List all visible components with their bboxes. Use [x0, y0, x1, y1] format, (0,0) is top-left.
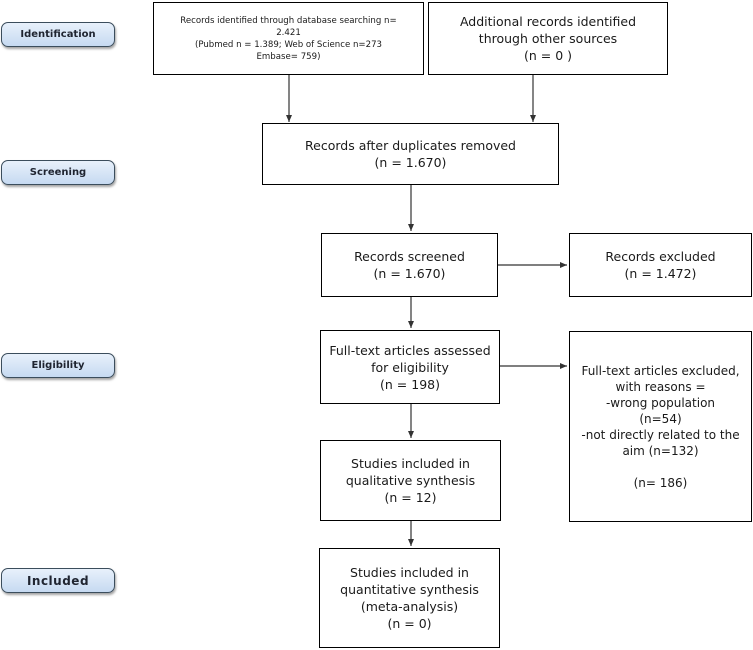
stage-identification: Identification	[1, 22, 115, 47]
records-screened-line-2: (n = 1.670)	[373, 266, 446, 281]
fulltext-excluded-line-2: with reasons =	[615, 379, 706, 394]
other-sources-line-3: (n = 0 )	[523, 48, 573, 63]
fulltext-excluded-line-5: -not directly related to the	[581, 427, 740, 442]
box-after-duplicates: Records after duplicates removed (n = 1.…	[262, 123, 559, 185]
records-excluded-line-1: Records excluded	[605, 249, 716, 264]
after-duplicates-line-2: (n = 1.670)	[374, 155, 447, 170]
records-screened-line-1: Records screened	[354, 249, 465, 264]
box-database-records: Records identified through database sear…	[153, 2, 424, 75]
fulltext-excluded-line-4: (n=54)	[639, 411, 682, 426]
fulltext-excluded-line-1: Full-text articles excluded,	[581, 363, 740, 378]
qualitative-line-3: (n = 12)	[384, 490, 437, 505]
stage-eligibility: Eligibility	[1, 353, 115, 378]
stage-screening: Screening	[1, 160, 115, 185]
quantitative-line-3: (meta-analysis)	[360, 599, 459, 614]
fulltext-excluded-line-6: aim (n=132)	[622, 443, 699, 458]
fulltext-assessed-line-2: for eligibility	[371, 359, 449, 375]
qualitative-line-1: Studies included in	[351, 456, 470, 471]
box-records-excluded: Records excluded (n = 1.472)	[569, 233, 752, 297]
qualitative-line-2: qualitative synthesis	[345, 473, 476, 488]
database-records-line-4: Embase= 759)	[256, 51, 321, 62]
box-fulltext-assessed: Full-text articles assessed for eligibil…	[320, 330, 500, 404]
fulltext-excluded-line-3: -wrong population	[605, 395, 716, 410]
box-quantitative-synthesis: Studies included in quantitative synthes…	[319, 548, 500, 648]
box-qualitative-synthesis: Studies included in qualitative synthesi…	[320, 440, 501, 521]
quantitative-line-2: quantitative synthesis	[340, 582, 479, 597]
quantitative-line-1: Studies included in	[350, 565, 469, 580]
database-records-line-2: 2.421	[276, 27, 301, 38]
box-records-screened: Records screened (n = 1.670)	[321, 233, 498, 297]
quantitative-line-4: (n = 0)	[387, 616, 432, 631]
other-sources-line-1: Additional records identified	[459, 14, 637, 29]
stage-included: Included	[1, 568, 115, 593]
records-excluded-line-2: (n = 1.472)	[624, 266, 697, 281]
fulltext-assessed-line-3: (n = 198)	[380, 376, 440, 392]
fulltext-excluded-line-8: (n= 186)	[633, 475, 688, 490]
box-other-sources: Additional records identified through ot…	[428, 2, 668, 75]
box-fulltext-excluded: Full-text articles excluded, with reason…	[569, 331, 752, 522]
after-duplicates-line-1: Records after duplicates removed	[305, 138, 516, 153]
other-sources-line-2: through other sources	[478, 31, 618, 46]
database-records-line-3: (Pubmed n = 1.389; Web of Science n=273	[194, 39, 383, 50]
fulltext-assessed-line-1: Full-text articles assessed	[329, 342, 491, 358]
database-records-line-1: Records identified through database sear…	[180, 15, 397, 26]
